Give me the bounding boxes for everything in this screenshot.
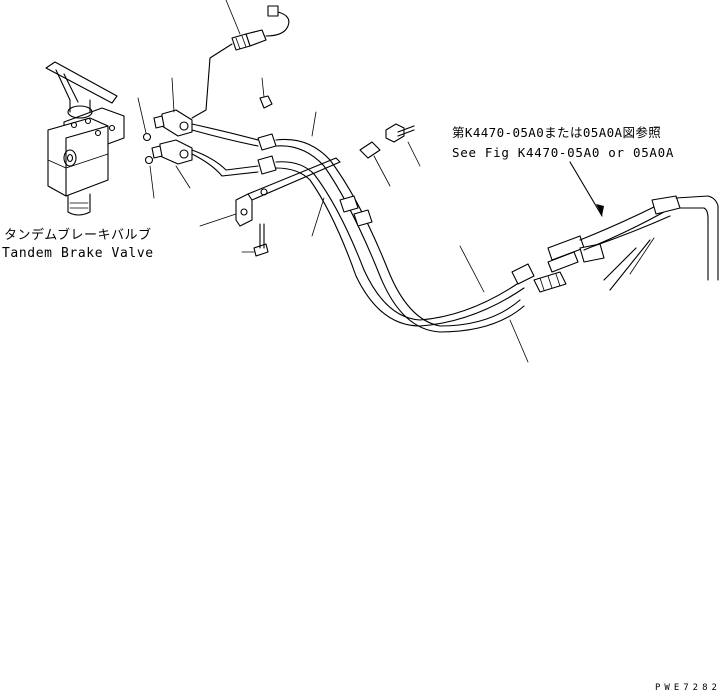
leader-lines bbox=[137, 0, 655, 363]
reference-note-japanese: 第K4470-05A0または05A0A図参照 bbox=[452, 125, 662, 140]
part-label-japanese: タンデムブレーキバルブ bbox=[4, 228, 152, 243]
tee-fittings bbox=[151, 109, 193, 165]
long-hose-bundle bbox=[275, 138, 567, 333]
tandem-brake-valve bbox=[45, 61, 154, 216]
drawing-code: PWE7282 bbox=[655, 683, 721, 693]
mounting-bolts bbox=[253, 123, 415, 257]
brake-switch bbox=[191, 5, 290, 119]
short-hoses bbox=[191, 123, 277, 177]
right-connectors bbox=[547, 195, 719, 291]
hose-clamp bbox=[359, 141, 381, 159]
reference-note-english: See Fig K4470-05A0 or 05A0A bbox=[452, 145, 675, 160]
mounting-bracket bbox=[235, 157, 341, 227]
part-label-english: Tandem Brake Valve bbox=[2, 246, 154, 261]
plug-fitting bbox=[259, 95, 273, 109]
